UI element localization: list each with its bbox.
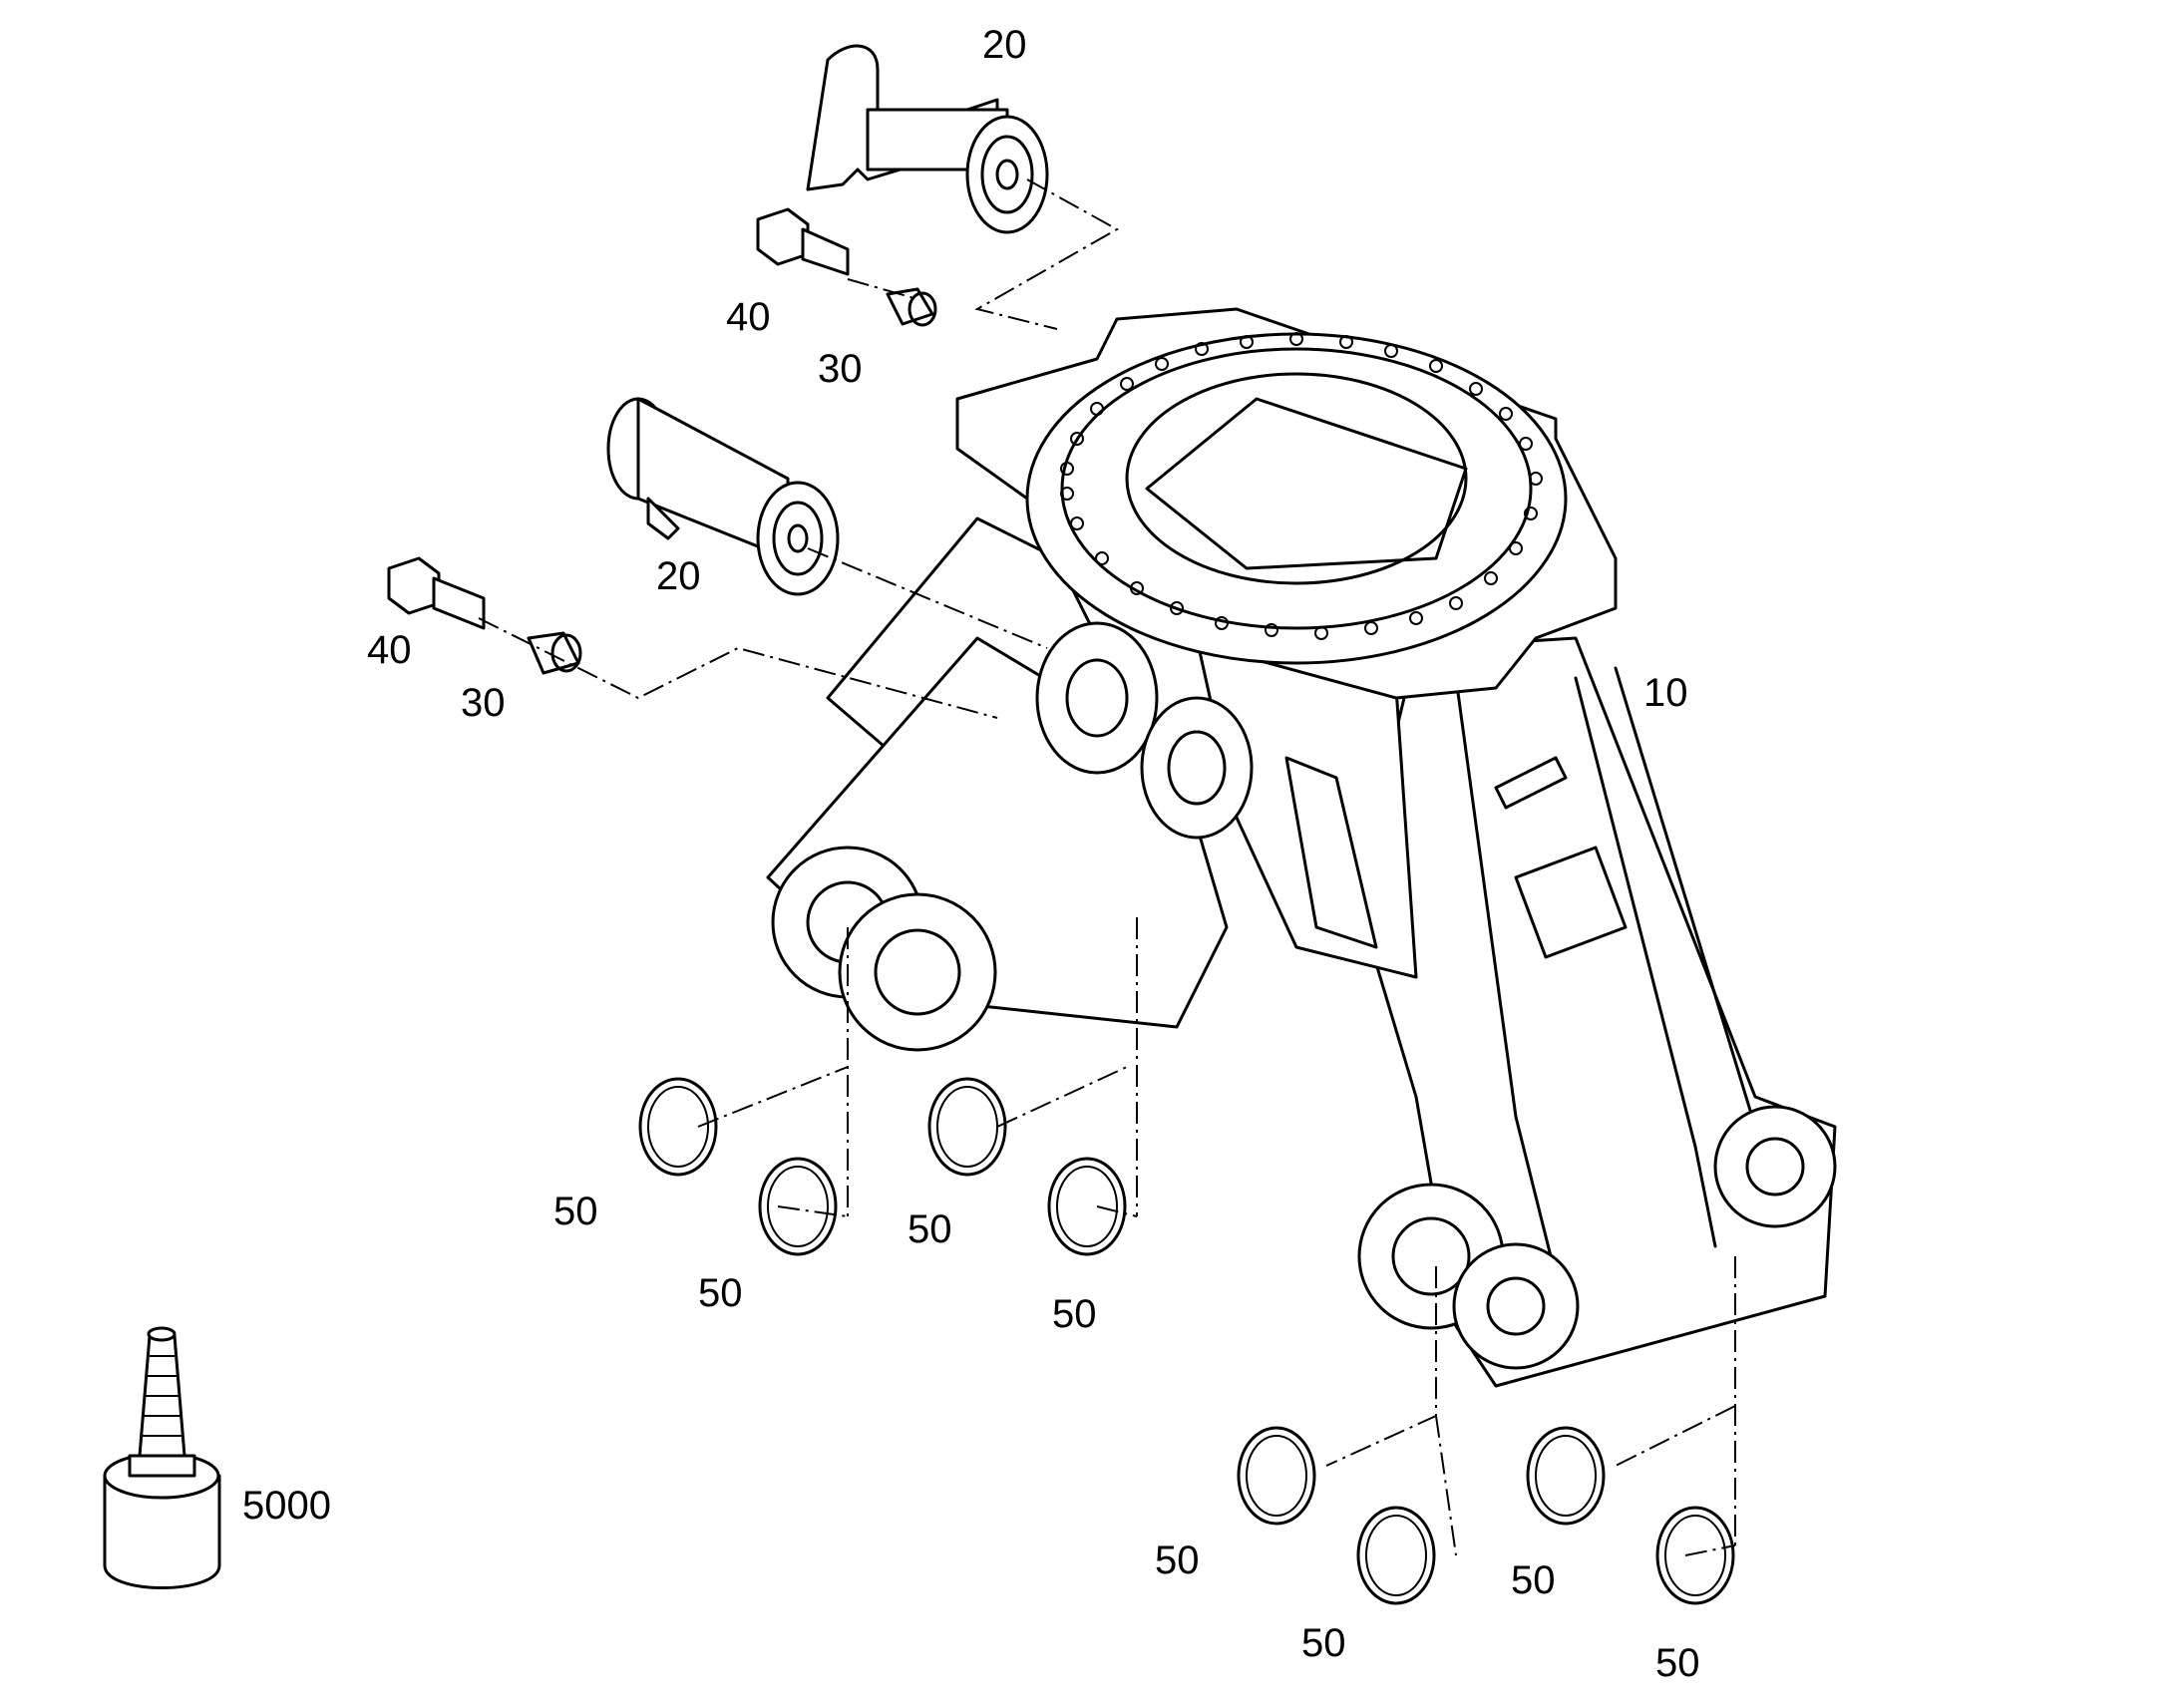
ring-c (927, 1077, 1007, 1177)
callout-ring-b: 50 (698, 1271, 743, 1315)
ring-b (758, 1157, 838, 1256)
retaining-rings (638, 1077, 1735, 1605)
callout-pin-top: 20 (982, 23, 1027, 67)
callout-frame: 10 (1643, 671, 1688, 715)
callout-ring-h: 50 (1655, 1641, 1700, 1685)
callout-ring-d: 50 (1052, 1292, 1097, 1336)
slew-ring (1025, 332, 1568, 665)
ring-f (1356, 1506, 1436, 1605)
callout-pin-mid: 20 (656, 554, 701, 598)
right-lug-front (1452, 1242, 1580, 1370)
assembly-centerlines (478, 178, 1736, 1556)
frame-assembly (766, 307, 1837, 1388)
bolt-mid (387, 556, 486, 630)
pin-boss-lower (1140, 696, 1254, 840)
ring-bolt-holes (1060, 332, 1543, 640)
pin-top (806, 44, 1049, 234)
spacer-mid (527, 631, 582, 675)
callout-spacer-mid: 30 (461, 681, 506, 725)
ring-e (1237, 1426, 1316, 1526)
access-panel (1514, 846, 1628, 959)
pin-mid (606, 397, 840, 596)
right-lug-back (1713, 1105, 1837, 1228)
callout-ring-c: 50 (908, 1207, 952, 1251)
ring-a (638, 1077, 718, 1177)
ring-h (1655, 1506, 1735, 1605)
adhesive-bottle (103, 1326, 221, 1589)
callout-ring-e: 50 (1155, 1538, 1200, 1582)
callout-bolt-top: 40 (726, 295, 771, 339)
callout-bolt-mid: 40 (367, 628, 412, 672)
callout-adhesive: 5000 (242, 1484, 331, 1528)
bolt-top (756, 207, 850, 276)
callout-spacer-top: 30 (818, 347, 863, 391)
spacer-top (886, 287, 937, 327)
pin-boss-upper (1035, 621, 1159, 775)
slot (1494, 756, 1568, 810)
callout-ring-a: 50 (553, 1190, 598, 1233)
ring-d (1047, 1157, 1127, 1256)
slew-opening (1125, 372, 1468, 585)
callout-ring-f: 50 (1301, 1621, 1346, 1665)
ring-g (1526, 1426, 1606, 1526)
callout-ring-g: 50 (1511, 1558, 1556, 1602)
left-lug-inner (838, 892, 997, 1052)
